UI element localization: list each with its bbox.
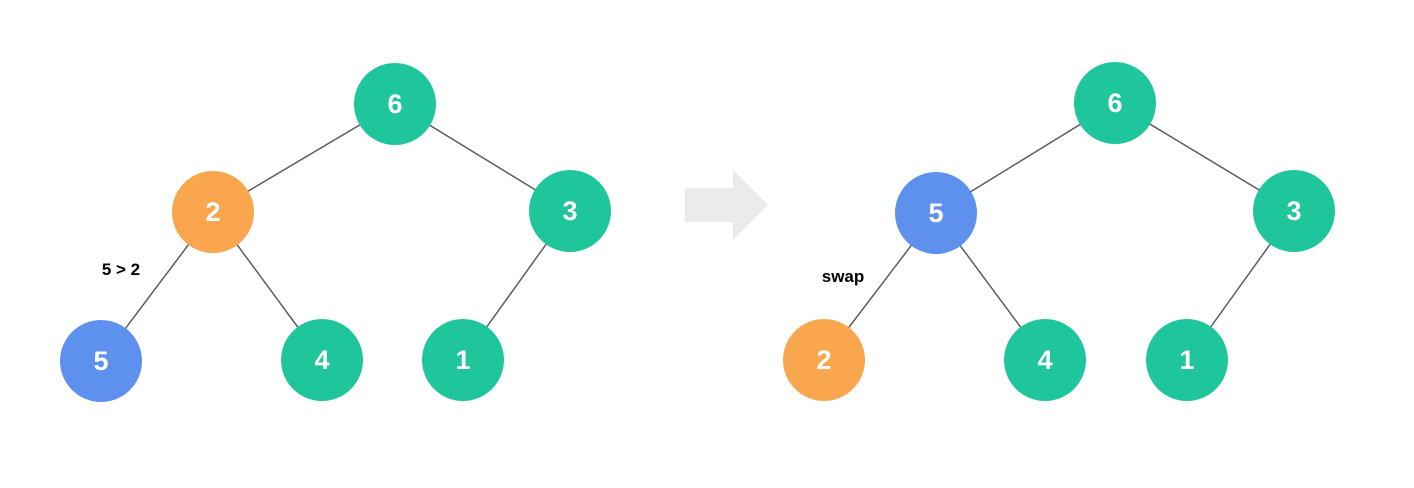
- right-block-arrow-icon: [685, 170, 768, 240]
- tree-node-after-swap-5: 5: [895, 172, 977, 254]
- tree-node-after-swap-6: 6: [1074, 62, 1156, 144]
- tree-node-before-swap-6: 6: [354, 63, 436, 145]
- tree-node-before-swap-1: 1: [422, 319, 504, 401]
- tree-node-before-swap-2: 2: [172, 171, 254, 253]
- tree-node-after-swap-2: 2: [783, 319, 865, 401]
- tree-node-before-swap-4: 4: [281, 319, 363, 401]
- tree-node-after-swap-1: 1: [1146, 319, 1228, 401]
- tree-node-before-swap-3: 3: [529, 170, 611, 252]
- tree-node-before-swap-5: 5: [60, 320, 142, 402]
- comparison-annotation: 5 > 2: [101, 260, 141, 279]
- tree-node-after-swap-4: 4: [1004, 319, 1086, 401]
- tree-node-after-swap-3: 3: [1253, 170, 1335, 252]
- swap-annotation: swap: [821, 267, 865, 286]
